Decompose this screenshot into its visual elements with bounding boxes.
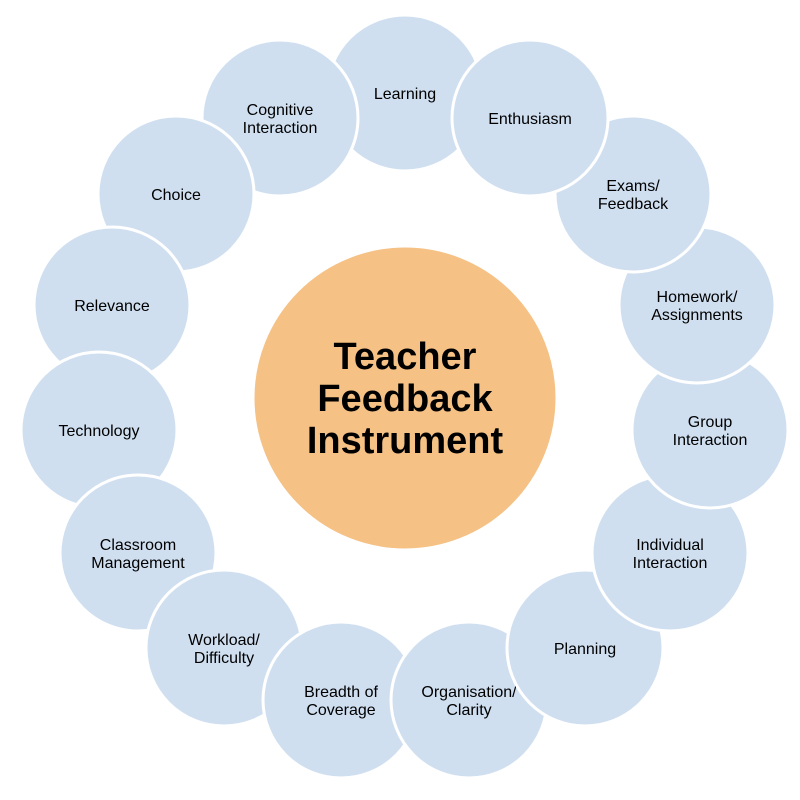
node-label-line: Enthusiasm	[488, 111, 572, 128]
center-label-line: Teacher	[334, 336, 477, 378]
node-label-line: Planning	[554, 641, 616, 658]
center-label-line: Feedback	[317, 378, 493, 420]
node-label-learning: Learning	[374, 86, 436, 103]
center-circle	[251, 244, 559, 552]
node-label-line: Learning	[374, 86, 436, 103]
node-label-choice: Choice	[151, 187, 201, 204]
node-label-line: Exams/	[606, 178, 660, 195]
node-label-line: Individual	[636, 537, 704, 554]
node-enthusiasm: Enthusiasm	[450, 38, 610, 198]
node-circle-enthusiasm	[450, 38, 610, 198]
node-label-technology: Technology	[59, 423, 140, 440]
node-label-line: Interaction	[633, 555, 708, 572]
node-label-line: Classroom	[100, 537, 176, 554]
node-label-line: Breadth of	[304, 684, 378, 701]
node-label-planning: Planning	[554, 641, 616, 658]
node-relevance: Relevance	[32, 225, 192, 385]
node-label-line: Assignments	[651, 307, 743, 324]
center-label-line: Instrument	[307, 420, 504, 462]
node-label-exams-feedback: Exams/Feedback	[598, 178, 669, 213]
node-label-line: Difficulty	[194, 650, 254, 667]
node-label-line: Clarity	[446, 702, 491, 719]
node-label-enthusiasm: Enthusiasm	[488, 111, 572, 128]
node-label-line: Workload/	[188, 632, 260, 649]
node-label-organisation-clarity: Organisation/Clarity	[421, 684, 517, 719]
node-label-line: Interaction	[243, 120, 318, 137]
node-label-line: Homework/	[657, 289, 738, 306]
node-label-line: Coverage	[306, 702, 375, 719]
node-label-line: Choice	[151, 187, 201, 204]
node-label-line: Relevance	[74, 298, 150, 315]
node-label-workload-difficulty: Workload/Difficulty	[188, 632, 260, 667]
node-label-line: Group	[688, 414, 733, 431]
node-label-line: Technology	[59, 423, 140, 440]
node-label-line: Interaction	[673, 432, 748, 449]
node-label-line: Cognitive	[247, 102, 314, 119]
node-label-line: Management	[91, 555, 185, 572]
node-label-line: Feedback	[598, 196, 669, 213]
node-label-line: Organisation/	[421, 684, 517, 701]
node-label-homework-assignments: Homework/Assignments	[651, 289, 743, 324]
node-label-relevance: Relevance	[74, 298, 150, 315]
